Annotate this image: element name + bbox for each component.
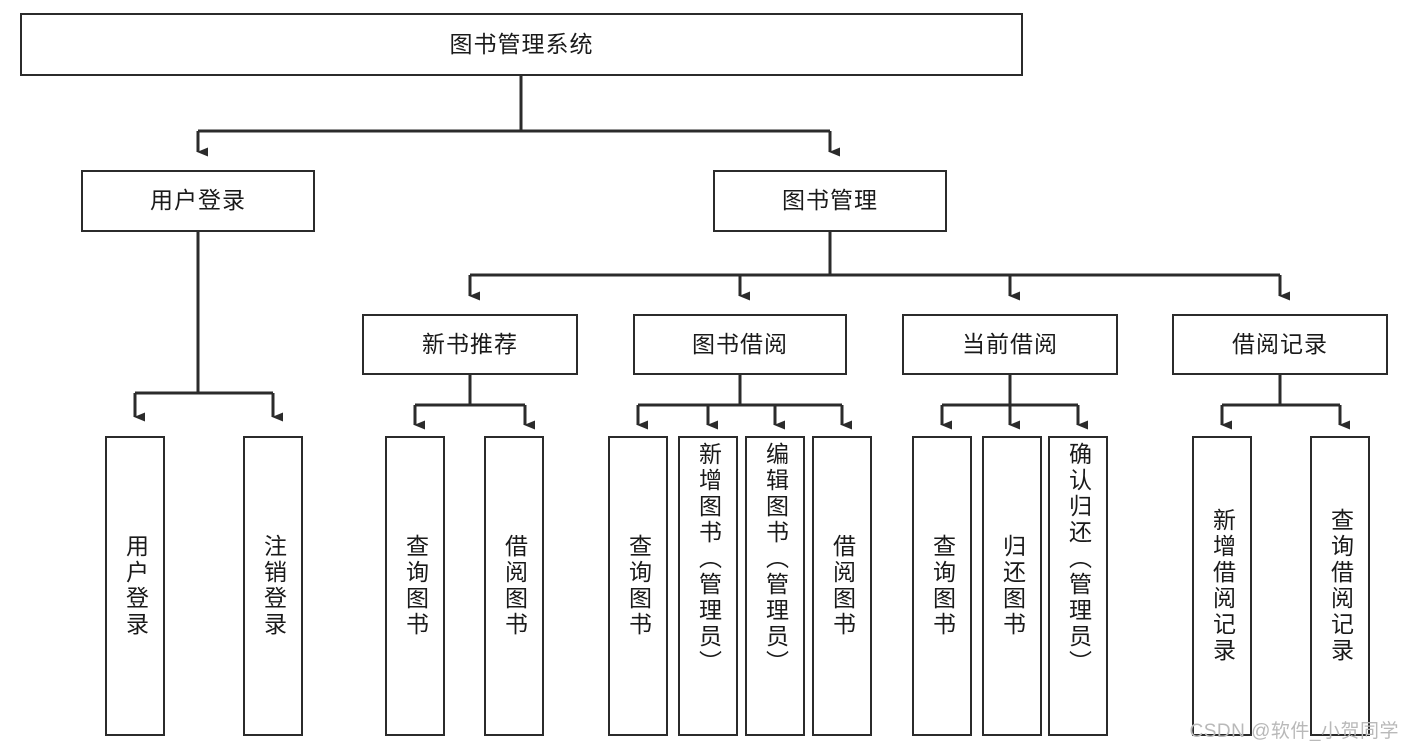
node-user-login-label: 用户登录 <box>150 187 246 214</box>
leaf-borrow-book-2-label: 借阅图书 <box>829 534 856 638</box>
leaf-query-record-label: 查询借阅记录 <box>1327 508 1354 664</box>
node-new-book-recommend-label: 新书推荐 <box>422 330 518 357</box>
leaf-confirm-return[interactable]: 确认归还（管理员） <box>1048 436 1108 736</box>
leaf-return-book-label: 归还图书 <box>999 534 1026 638</box>
node-borrow-record[interactable]: 借阅记录 <box>1172 314 1388 375</box>
node-root-label: 图书管理系统 <box>449 30 594 57</box>
node-book-manage[interactable]: 图书管理 <box>713 170 947 232</box>
leaf-add-record-label: 新增借阅记录 <box>1209 508 1236 664</box>
leaf-user-login-label: 用户登录 <box>122 534 149 638</box>
leaf-edit-book-label: 编辑图书（管理员） <box>762 442 789 676</box>
leaf-query-book-1[interactable]: 查询图书 <box>385 436 445 736</box>
node-root[interactable]: 图书管理系统 <box>20 13 1023 76</box>
leaf-edit-book[interactable]: 编辑图书（管理员） <box>745 436 805 736</box>
leaf-confirm-return-label: 确认归还（管理员） <box>1065 442 1092 676</box>
leaf-add-record[interactable]: 新增借阅记录 <box>1192 436 1252 736</box>
node-borrow-record-label: 借阅记录 <box>1232 330 1328 357</box>
csdn-watermark: CSDN @软件_小贺同学 <box>1189 721 1399 742</box>
leaf-query-book-1-label: 查询图书 <box>402 534 429 638</box>
leaf-query-book-2[interactable]: 查询图书 <box>608 436 668 736</box>
leaf-return-book[interactable]: 归还图书 <box>982 436 1042 736</box>
leaf-logout-login-label: 注销登录 <box>260 534 287 638</box>
node-new-book-recommend[interactable]: 新书推荐 <box>362 314 578 375</box>
leaf-borrow-book-2[interactable]: 借阅图书 <box>812 436 872 736</box>
leaf-borrow-book-1-label: 借阅图书 <box>501 534 528 638</box>
leaf-query-record[interactable]: 查询借阅记录 <box>1310 436 1370 736</box>
leaf-add-book-label: 新增图书（管理员） <box>695 442 722 676</box>
node-current-borrow-label: 当前借阅 <box>962 330 1058 357</box>
node-book-manage-label: 图书管理 <box>782 187 878 214</box>
node-current-borrow[interactable]: 当前借阅 <box>902 314 1118 375</box>
leaf-add-book[interactable]: 新增图书（管理员） <box>678 436 738 736</box>
leaf-logout-login[interactable]: 注销登录 <box>243 436 303 736</box>
node-book-borrow-label: 图书借阅 <box>692 330 788 357</box>
leaf-query-book-3[interactable]: 查询图书 <box>912 436 972 736</box>
leaf-query-book-3-label: 查询图书 <box>929 534 956 638</box>
node-user-login[interactable]: 用户登录 <box>81 170 315 232</box>
leaf-query-book-2-label: 查询图书 <box>625 534 652 638</box>
leaf-borrow-book-1[interactable]: 借阅图书 <box>484 436 544 736</box>
leaf-user-login[interactable]: 用户登录 <box>105 436 165 736</box>
node-book-borrow[interactable]: 图书借阅 <box>633 314 847 375</box>
